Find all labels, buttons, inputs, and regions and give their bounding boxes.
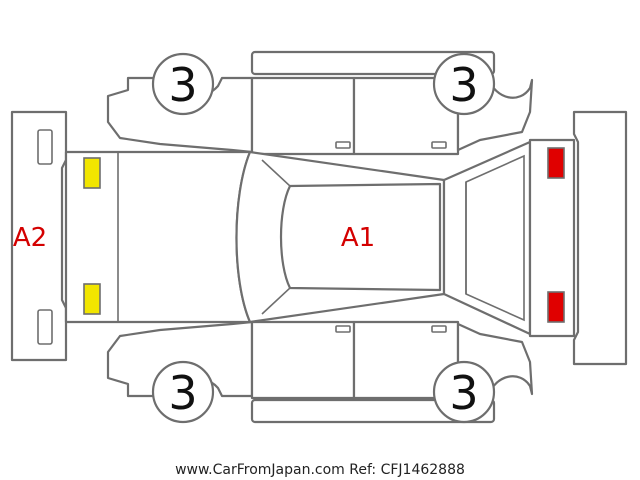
front-light-bottom — [83, 283, 101, 315]
rear-light-bottom — [547, 291, 565, 323]
front-light-top — [83, 157, 101, 189]
front-bumper-label: A2 — [13, 223, 47, 253]
wheel-rear-left-label: 3 — [449, 58, 478, 112]
footer-reference: www.CarFromJapan.com Ref: CFJ1462888 — [175, 462, 465, 478]
wheel-rear-right: 3 — [432, 360, 496, 424]
top-roof-strip — [250, 50, 496, 76]
roof-cabin — [235, 150, 446, 324]
rear-light-top — [547, 147, 565, 179]
wheel-front-left-label: 3 — [168, 58, 197, 112]
left-side-panels — [106, 76, 534, 156]
wheel-front-right: 3 — [151, 360, 215, 424]
wheel-front-left: 3 — [151, 52, 215, 116]
wheel-rear-right-label: 3 — [449, 366, 478, 420]
trunk — [442, 140, 532, 336]
body-label: A1 — [341, 223, 375, 253]
bottom-roof-strip — [250, 398, 496, 424]
wheel-front-right-label: 3 — [168, 366, 197, 420]
front-bumper: A2 — [10, 110, 68, 362]
wheel-rear-left: 3 — [432, 52, 496, 116]
rear-bumper — [572, 110, 628, 366]
